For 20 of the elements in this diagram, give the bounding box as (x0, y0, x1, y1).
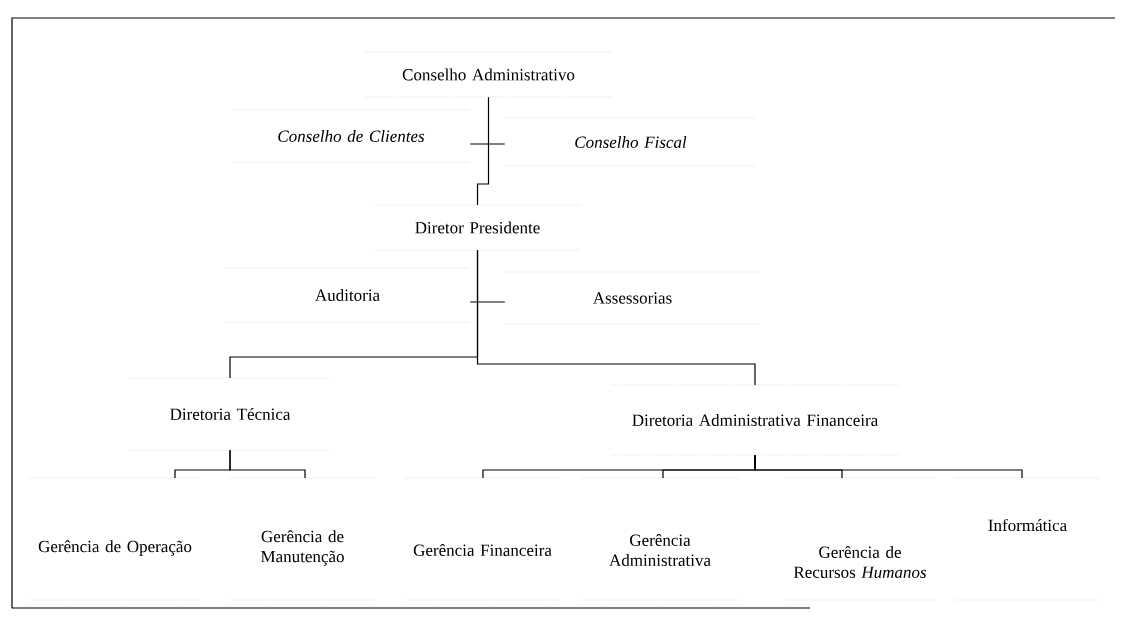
connector-line (229, 449, 306, 479)
org-box: Diretoria Técnica (129, 377, 331, 451)
org-box: Gerência de Recursos Humanos (784, 477, 936, 601)
org-box: Auditoria (224, 267, 471, 323)
org-box: Gerência Administrativa (579, 477, 741, 601)
org-box: Gerência Financeira (404, 477, 561, 601)
org-box: Diretor Presidente (374, 204, 581, 251)
org-box: Gerência de Operação (29, 477, 201, 601)
org-box: Informática (954, 477, 1101, 601)
org-box: Assessorias (504, 271, 761, 325)
connector-line (476, 96, 490, 206)
connector-line (476, 249, 756, 386)
org-box: Gerência de Manutenção (229, 477, 376, 601)
connector-line (469, 301, 506, 303)
org-box: Conselho Administrativo (364, 51, 613, 98)
org-box: Conselho de Clientes (231, 109, 471, 163)
connector-line (469, 143, 506, 145)
org-box: Diretoria Administrativa Financeira (609, 384, 901, 456)
org-box: Conselho Fiscal (504, 117, 757, 167)
connector-line (754, 454, 1023, 479)
